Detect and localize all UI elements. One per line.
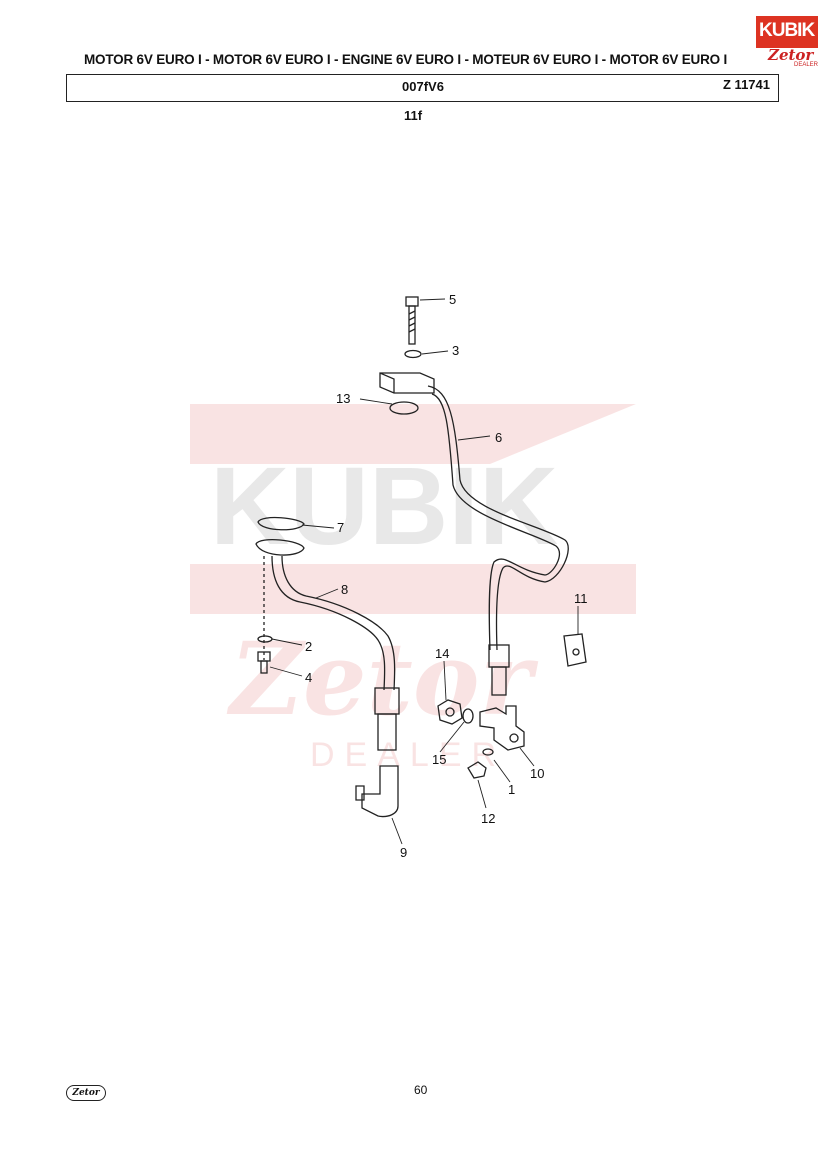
callout-9: 9 <box>400 845 407 860</box>
code-box: 007fV6 Z 11741 <box>66 74 779 102</box>
pipe-part-8 <box>271 555 386 691</box>
callout-15: 15 <box>432 752 446 767</box>
watermark-tag: DEALER <box>310 736 506 774</box>
watermark-sub: Zetor <box>226 620 539 738</box>
reference-number: Z 11741 <box>723 77 770 92</box>
kubik-logo: KUBIK Zetor DEALER <box>756 16 818 76</box>
pipe6-end <box>491 666 507 696</box>
watermark-brand: KUBIK <box>210 445 558 568</box>
callout-6: 6 <box>495 430 502 445</box>
zetor-logo-text: Zetor <box>768 46 814 64</box>
callout-12: 12 <box>481 811 495 826</box>
gasket-part-7 <box>257 516 305 531</box>
pipe-part-6 <box>427 385 569 651</box>
gasket-part-13 <box>389 401 419 415</box>
nut-part-14 <box>437 699 463 725</box>
sheet-number: 11f <box>404 108 423 123</box>
pipe-block <box>379 372 435 394</box>
drawing-code: 007fV6 <box>402 79 444 94</box>
kubik-logo-text: KUBIK <box>759 20 815 41</box>
callout-10: 10 <box>530 766 544 781</box>
page-number: 60 <box>414 1083 428 1097</box>
callout-5: 5 <box>449 292 456 307</box>
callout-3: 3 <box>452 343 459 358</box>
dealer-logo-text: DEALER <box>794 62 819 68</box>
callout-14: 14 <box>435 646 449 661</box>
kubik-logo-bar <box>756 16 818 48</box>
callout-11: 11 <box>574 591 588 606</box>
clip-part-11 <box>563 633 587 667</box>
callout-4: 4 <box>305 670 312 685</box>
callout-2: 2 <box>305 639 312 654</box>
footer-zetor-logo: Zetor <box>66 1085 106 1101</box>
bolt-part-5 <box>405 296 419 345</box>
washer-part-1 <box>482 748 494 756</box>
pipe8-end <box>377 713 397 751</box>
tee-part-10 <box>479 705 525 751</box>
callout-1: 1 <box>508 782 515 797</box>
pipe6-nut <box>488 644 510 668</box>
elbow-part-9 <box>355 765 399 818</box>
callout-13: 13 <box>336 391 350 406</box>
plug-part-12 <box>467 761 487 779</box>
callout-8: 8 <box>341 582 348 597</box>
flange-part-8 <box>255 538 305 556</box>
pipe8-nut <box>374 687 400 715</box>
washer-part-2 <box>257 635 273 643</box>
washer-part-3 <box>404 349 422 359</box>
watermark-logo: KUBIK Zetor DEALER <box>190 404 636 774</box>
oring-part-15 <box>462 708 474 724</box>
page-title: MOTOR 6V EURO I - MOTOR 6V EURO I - ENGI… <box>84 52 728 67</box>
callout-7: 7 <box>337 520 344 535</box>
